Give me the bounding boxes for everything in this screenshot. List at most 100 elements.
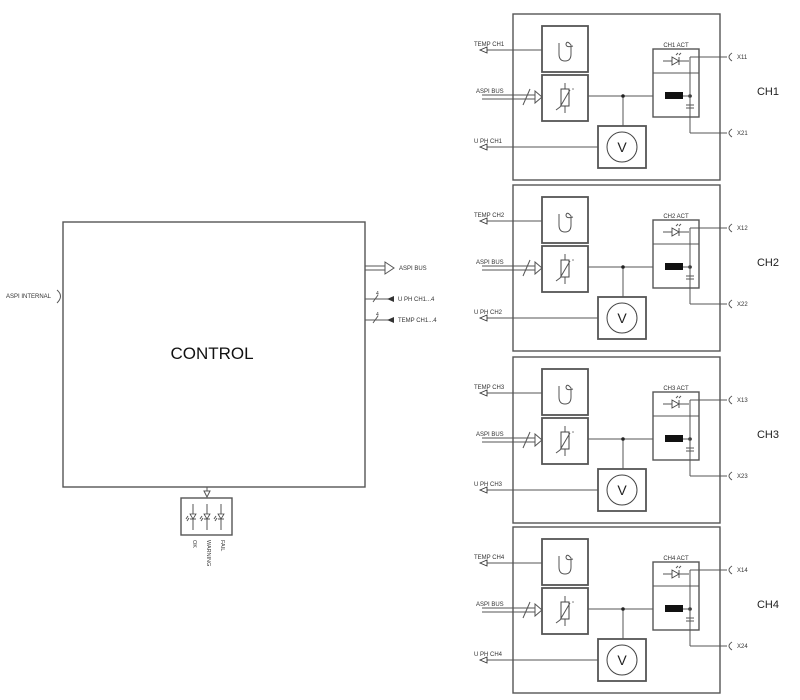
control-box: [62, 221, 366, 488]
terminal-bottom-label: X22: [737, 302, 748, 308]
temp-output-arrow-icon: [478, 559, 488, 567]
control-output-uph-label: U PH CH1...4: [398, 297, 435, 303]
uph-signal-label: U PH CH1: [474, 139, 503, 145]
voltmeter-icon: V: [606, 131, 638, 163]
channel-label: CH1: [757, 86, 779, 98]
act-label: CH4 ACT: [663, 556, 689, 562]
terminal-top-label: X12: [737, 226, 748, 232]
uph-signal-label: U PH CH3: [474, 482, 503, 488]
junction-dot: [621, 265, 625, 269]
temp-sensor-box: [541, 368, 589, 416]
aspi-internal-label: ASPI INTERNAL: [6, 294, 52, 300]
status-led-panel: OK WARNING FAIL: [180, 487, 233, 566]
voltmeter-icon: V: [606, 474, 638, 506]
channel-label: CH3: [757, 429, 779, 441]
activity-led-icon: [663, 565, 689, 579]
aspi-bus-label: ASPI BUS: [476, 260, 504, 266]
svg-text:V: V: [617, 139, 627, 155]
terminal-wire: [689, 569, 727, 647]
temp-signal-label: TEMP CH1: [474, 42, 505, 48]
led-label-ok: OK: [191, 540, 197, 548]
junction-dot: [621, 607, 625, 611]
theta-icon: [558, 554, 574, 575]
temp-signal-label: TEMP CH2: [474, 213, 505, 219]
temp-output-arrow-icon: [478, 217, 488, 225]
variable-resistor-icon: °: [555, 596, 574, 626]
terminal-top-connector-icon: [728, 395, 733, 405]
voltmeter-icon: V: [606, 644, 638, 676]
aspi-bus-input-arrow-icon: [482, 601, 543, 619]
led-label-warning: WARNING: [205, 540, 211, 566]
terminal-wire: [689, 227, 727, 305]
svg-text:°: °: [572, 88, 574, 94]
control-output-aspi-bus-label: ASPI BUS: [399, 266, 427, 272]
terminal-top-connector-icon: [728, 565, 733, 575]
resistor-icon: [665, 605, 683, 612]
terminal-bottom-connector-icon: [728, 471, 733, 481]
led-label-fail: FAIL: [219, 540, 225, 551]
terminal-top-label: X14: [737, 568, 748, 574]
terminal-wire: [689, 399, 727, 477]
uph-output-arrow-icon: [478, 486, 488, 494]
temp-output-arrow-icon: [478, 46, 488, 54]
resistor-icon: [665, 435, 683, 442]
uph-bus-input-icon: [365, 294, 394, 303]
variable-resistor-icon: °: [555, 254, 574, 284]
uph-bus-width: 4: [376, 291, 379, 297]
svg-text:°: °: [572, 431, 574, 437]
aspi-internal-connector-icon: [56, 289, 61, 304]
terminal-bottom-label: X23: [737, 474, 748, 480]
uph-output-arrow-icon: [478, 143, 488, 151]
led-fail-icon: [213, 504, 225, 530]
terminal-top-label: X11: [737, 55, 748, 61]
aspi-bus-input-arrow-icon: [482, 88, 543, 106]
svg-text:°: °: [572, 259, 574, 265]
temp-sensor-box: [541, 196, 589, 244]
terminal-top-connector-icon: [728, 52, 733, 62]
led-ok-icon: [185, 504, 197, 530]
terminal-bottom-label: X21: [737, 131, 748, 137]
control-title: CONTROL: [170, 344, 253, 363]
aspi-bus-input-arrow-icon: [482, 431, 543, 449]
resistor-icon: [665, 92, 683, 99]
theta-icon: [558, 41, 574, 62]
aspi-bus-label: ASPI BUS: [476, 89, 504, 95]
temp-sensor-box: [541, 25, 589, 73]
temp-signal-label: TEMP CH4: [474, 555, 505, 561]
temp-sensor-box: [541, 538, 589, 586]
act-label: CH2 ACT: [663, 214, 689, 220]
uph-signal-label: U PH CH2: [474, 310, 503, 316]
terminal-top-label: X13: [737, 398, 748, 404]
junction-dot: [621, 437, 625, 441]
svg-text:V: V: [617, 310, 627, 326]
channel-label: CH4: [757, 599, 779, 611]
terminal-wire: [689, 56, 727, 134]
theta-icon: [558, 212, 574, 233]
uph-output-arrow-icon: [478, 656, 488, 664]
activity-led-icon: [663, 52, 689, 66]
resistor-icon: [665, 263, 683, 270]
theta-icon: [558, 384, 574, 405]
led-warning-icon: [199, 504, 211, 530]
uph-signal-label: U PH CH4: [474, 652, 503, 658]
aspi-bus-label: ASPI BUS: [476, 432, 504, 438]
activity-led-icon: [663, 395, 689, 409]
act-box: [652, 48, 700, 118]
uph-output-arrow-icon: [478, 314, 488, 322]
terminal-bottom-connector-icon: [728, 641, 733, 651]
terminal-bottom-connector-icon: [728, 128, 733, 138]
control-output-temp-label: TEMP CH1...4: [398, 318, 437, 324]
svg-text:V: V: [617, 482, 627, 498]
terminal-top-connector-icon: [728, 223, 733, 233]
act-label: CH3 ACT: [663, 386, 689, 392]
aspi-bus-label: ASPI BUS: [476, 602, 504, 608]
temp-bus-width: 4: [376, 312, 379, 318]
activity-led-icon: [663, 223, 689, 237]
control-block: CONTROL ASPI INTERNAL ASPI BUS 4 U PH CH…: [6, 221, 437, 566]
svg-text:°: °: [572, 601, 574, 607]
svg-text:V: V: [617, 652, 627, 668]
channel-label: CH2: [757, 257, 779, 269]
